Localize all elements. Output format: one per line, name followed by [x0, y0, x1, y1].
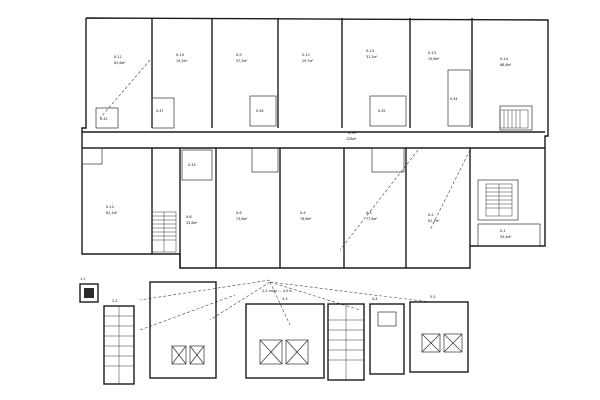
- room-code: II-10: [176, 53, 185, 57]
- room-code: II-12: [106, 205, 114, 209]
- room-area: 81,1м²: [106, 211, 118, 215]
- room-area: 81,7м²: [428, 219, 440, 223]
- room-code: II-9: [236, 53, 242, 57]
- room-code: II-4: [300, 211, 306, 215]
- room-area: 78,6м²: [300, 217, 312, 221]
- svg-text:II-36: II-36: [256, 109, 264, 113]
- room-code: II-2: [428, 213, 434, 217]
- room-area: 19,7м²: [302, 59, 314, 63]
- room-code: II-13: [366, 49, 374, 53]
- corridor-area: 128м²: [346, 137, 357, 141]
- svg-text:5-5: 5-5: [430, 295, 436, 299]
- svg-text:II-35: II-35: [378, 109, 386, 113]
- room-code: II-13: [428, 51, 436, 55]
- room-code: II-8: [186, 215, 192, 219]
- room-code: II-14: [500, 57, 509, 61]
- room-area: 57,5м²: [236, 59, 248, 63]
- svg-text:1-1: 1-1: [80, 277, 86, 281]
- bottom-room-partitions: [81, 147, 541, 268]
- svg-text:II-34: II-34: [450, 97, 458, 101]
- room-code: II-11: [114, 55, 122, 59]
- room-area: 19,6м²: [428, 57, 440, 61]
- section-labels: 1-1 2-2 3-3 4-4 5-5 2-2 план — 4,0 м: [80, 277, 436, 303]
- room-area: 33,8м²: [186, 221, 198, 225]
- svg-text:II-37: II-37: [156, 109, 164, 113]
- room-area: 77,6м²: [366, 217, 378, 221]
- detail-plans: [79, 281, 469, 385]
- small-room-labels: II-37 II-36 II-35 II-34 II-33 II-32: [100, 97, 458, 167]
- bottom-room-labels: II-12 81,1м² II-8 33,8м² II-6 73,8м² II-…: [106, 205, 512, 239]
- corridor-label: II-39 128м²: [346, 131, 357, 141]
- svg-text:II-32: II-32: [100, 117, 108, 121]
- room-code: II-3: [366, 211, 372, 215]
- room-area: 31,2м²: [366, 55, 378, 59]
- room-area: 19,2м²: [176, 59, 188, 63]
- top-room-partitions: [95, 18, 533, 131]
- top-room-labels: II-11 81,6м² II-10 19,2м² II-9 57,5м² II…: [114, 49, 512, 67]
- svg-text:4-4: 4-4: [372, 297, 378, 301]
- room-code: II-6: [236, 211, 242, 215]
- room-area: 81,6м²: [114, 61, 126, 65]
- svg-text:II-33: II-33: [188, 163, 196, 167]
- corridor-code: II-39: [348, 131, 357, 135]
- svg-text:2-2: 2-2: [112, 299, 118, 303]
- svg-text:3-3: 3-3: [282, 297, 288, 301]
- room-area: 68,6м²: [500, 63, 512, 67]
- room-code: II-11: [302, 53, 310, 57]
- reference-lines: [99, 59, 471, 331]
- room-area: 73,8м²: [236, 217, 248, 221]
- stairwells: [151, 109, 529, 253]
- drawing-note: 2-2 план — 4,0 м: [262, 289, 292, 293]
- building-outline: [81, 17, 549, 269]
- room-area: 55,4м²: [500, 235, 512, 239]
- room-code: II-1: [500, 229, 506, 233]
